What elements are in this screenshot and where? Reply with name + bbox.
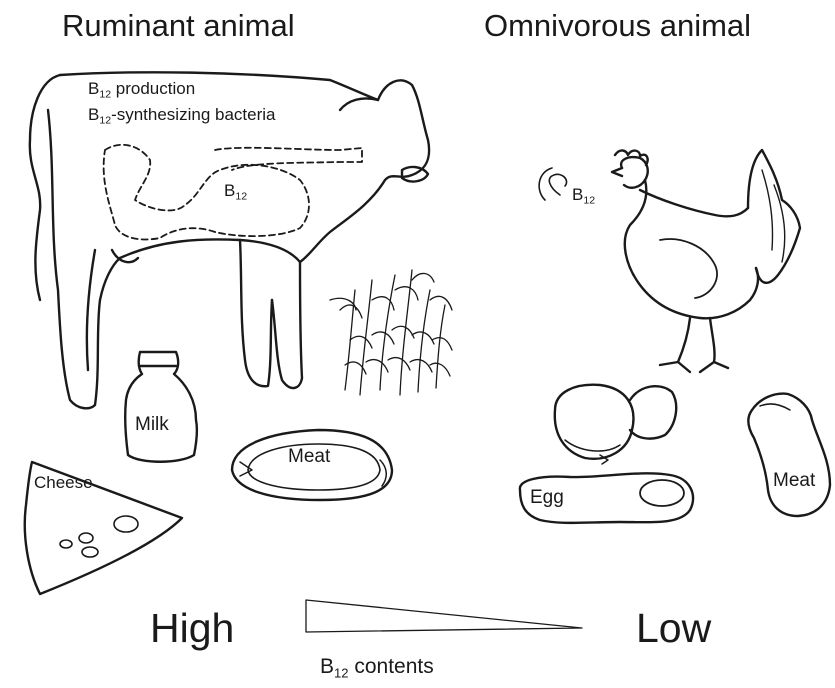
chicken-b12-label: B12 <box>572 186 595 206</box>
cheese-label: Cheese <box>34 474 93 491</box>
heading-ruminant: Ruminant animal <box>62 10 295 41</box>
chicken-body <box>625 180 758 318</box>
cow-ear <box>340 98 378 110</box>
egg-label: Egg <box>530 488 564 507</box>
scale-low-label: Low <box>636 608 711 649</box>
cow-front-leg-2 <box>272 262 302 388</box>
chicken-drawing <box>539 150 800 372</box>
cow-body-outline <box>60 72 429 262</box>
chicken-head <box>621 157 648 188</box>
cow-rumen-dashed <box>104 145 309 240</box>
chicken-beak <box>612 168 622 176</box>
chicken-back <box>640 190 748 216</box>
cow-hind-leg-2 <box>87 250 95 370</box>
chicken-leg-2 <box>700 318 728 372</box>
chicken-leg-1 <box>660 318 690 372</box>
stomach-b12-label: B12 <box>224 182 247 202</box>
cow-front-leg-1 <box>240 240 272 386</box>
b12-contents-caption: B12 contents <box>320 656 434 680</box>
b12-bacteria-label: B12-synthesizing bacteria <box>88 106 275 126</box>
cow-hind-leg <box>48 110 120 408</box>
scale-high-label: High <box>150 608 234 649</box>
cow-meat-label: Meat <box>288 447 330 466</box>
chicken-meat-drawing <box>748 394 830 516</box>
chicken-b12-curl <box>539 168 566 200</box>
eggshells-drawing <box>555 385 676 464</box>
cow-belly <box>120 239 300 262</box>
milk-bottle <box>125 352 197 462</box>
heading-omnivorous: Omnivorous animal <box>484 10 751 41</box>
chicken-tail <box>748 150 800 283</box>
b12-production-label: B12 production <box>88 80 195 100</box>
grass-plants <box>330 270 452 395</box>
chicken-meat-label: Meat <box>773 471 815 490</box>
milk-label: Milk <box>135 415 169 434</box>
chicken-wing <box>660 239 717 298</box>
scale-wedge <box>306 600 582 632</box>
cow-intestine-dashed <box>215 148 362 170</box>
